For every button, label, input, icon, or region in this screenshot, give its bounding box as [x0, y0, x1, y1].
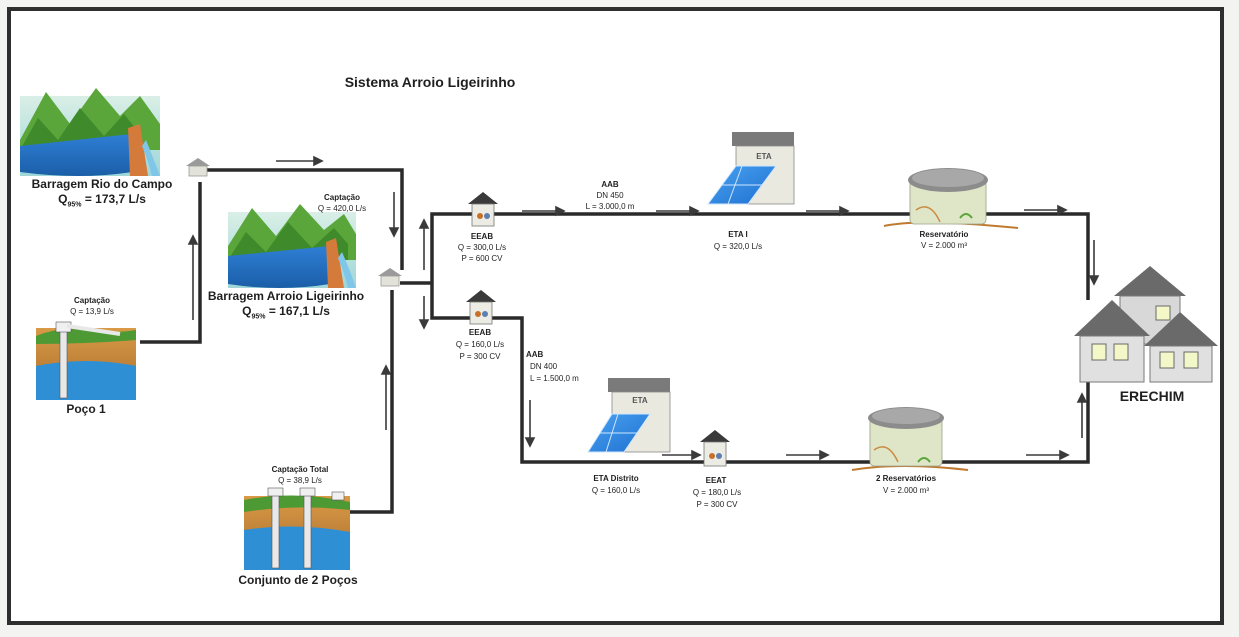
- dn-aab-top: DN 450: [596, 191, 624, 200]
- flow-arrows: [187, 155, 1100, 461]
- reservoirs-bottom-illustration: [851, 407, 969, 471]
- eta-i-roof-label: ETA: [756, 152, 772, 161]
- flow-arrow: [1076, 392, 1088, 438]
- city-houses-illustration: [1074, 266, 1218, 383]
- pump-house-eeat: [700, 430, 730, 467]
- well-1-illustration: [36, 321, 136, 400]
- pump-house-eeab-top: [468, 192, 498, 227]
- label-poco1: Poço 1: [66, 402, 106, 416]
- label-barragem-arroio: Barragem Arroio Ligeirinho: [207, 289, 365, 303]
- pipe-rio-campo: [192, 168, 404, 270]
- pipe-branch-top: [430, 212, 1090, 300]
- label-aab-bottom: AAB: [526, 350, 544, 359]
- flow-arrow: [418, 296, 430, 330]
- label-eeab-top: EEAB: [470, 232, 494, 241]
- power-eeat: P = 300 CV: [696, 500, 738, 509]
- flow-barragem-arroio: Q95% = 167,1 L/s: [242, 304, 330, 321]
- flow-arroio-captacao: Q = 420,0 L/s: [317, 204, 367, 213]
- label-eta-i: ETA I: [728, 230, 748, 239]
- label-city: ERECHIM: [1119, 388, 1185, 404]
- flow-arrow: [662, 449, 702, 461]
- label-barragem-rio-campo: Barragem Rio do Campo: [31, 177, 173, 191]
- intake-house-arroio: [378, 268, 402, 287]
- eta-distrito-roof-label: ETA: [632, 396, 648, 405]
- label-reservatorio-top: Reservatório: [919, 230, 969, 239]
- power-eeab-bottom: P = 300 CV: [459, 352, 501, 361]
- flow-arrow: [522, 205, 566, 217]
- flow-arrow: [1026, 449, 1070, 461]
- treatment-plant-eta-distrito: [587, 378, 671, 453]
- house-right: [1144, 312, 1218, 383]
- house-left: [1074, 300, 1150, 383]
- label-reservatorios-bottom: 2 Reservatórios: [875, 474, 937, 483]
- label-conjunto-pocos: Conjunto de 2 Poços: [238, 573, 358, 587]
- pipe-conjunto-pocos: [348, 290, 394, 514]
- flow-arrow: [1024, 204, 1068, 216]
- volume-reservatorios-bottom: V = 2.000 m³: [882, 486, 930, 495]
- flow-eeat: Q = 180,0 L/s: [692, 488, 742, 497]
- wells-set-illustration: [244, 487, 350, 570]
- pipe-poco1: [140, 182, 202, 344]
- pipe-network: [140, 168, 1090, 514]
- flow-eta-distrito: Q = 160,0 L/s: [591, 486, 641, 495]
- reservoir-top-illustration: [883, 168, 1019, 229]
- label-eeab-bottom: EEAB: [468, 328, 492, 337]
- label-arroio-captacao: Captação: [323, 193, 360, 202]
- length-aab-top: L = 3.000,0 m: [585, 202, 635, 211]
- flow-arrow: [187, 234, 199, 320]
- treatment-plant-eta-i: [707, 132, 795, 205]
- label-eeat: EEAT: [705, 476, 727, 485]
- label-eta-distrito: ETA Distrito: [593, 474, 639, 483]
- flow-arrow: [786, 449, 830, 461]
- pipe-branch-bottom: [430, 283, 1090, 464]
- flow-eeab-top: Q = 300,0 L/s: [457, 243, 507, 252]
- label-conjunto-captacao: Captação Total: [271, 465, 329, 474]
- flow-arrow: [388, 192, 400, 238]
- dam-arroio-illustration: [228, 204, 356, 288]
- intake-house-rio-campo: [186, 158, 210, 177]
- label-aab-top: AAB: [601, 180, 619, 189]
- dam-rio-campo-illustration: [20, 88, 160, 176]
- flow-arrow: [418, 218, 430, 270]
- flow-arrow: [656, 205, 700, 217]
- pump-house-eeab-bottom: [466, 290, 496, 325]
- diagram-frame: [7, 7, 1224, 625]
- flow-eeab-bottom: Q = 160,0 L/s: [455, 340, 505, 349]
- length-aab-bottom: L = 1.500,0 m: [530, 374, 579, 383]
- flow-arrow: [276, 155, 324, 167]
- power-eeab-top: P = 600 CV: [461, 254, 503, 263]
- flow-arrow: [806, 205, 850, 217]
- flow-arrow: [524, 400, 536, 448]
- flow-conjunto: Q = 38,9 L/s: [278, 476, 322, 485]
- flow-poco1: Q = 13,9 L/s: [70, 307, 114, 316]
- flow-arrow: [380, 364, 392, 430]
- flow-eta-i: Q = 320,0 L/s: [713, 242, 763, 251]
- flow-barragem-rio-campo: Q95% = 173,7 L/s: [58, 192, 146, 209]
- flow-arrow: [1088, 240, 1100, 286]
- diagram-title: Sistema Arroio Ligeirinho: [344, 74, 516, 90]
- dn-aab-bottom: DN 400: [530, 362, 558, 371]
- label-poco1-captacao: Captação: [73, 296, 110, 305]
- volume-reservatorio-top: V = 2.000 m³: [920, 241, 968, 250]
